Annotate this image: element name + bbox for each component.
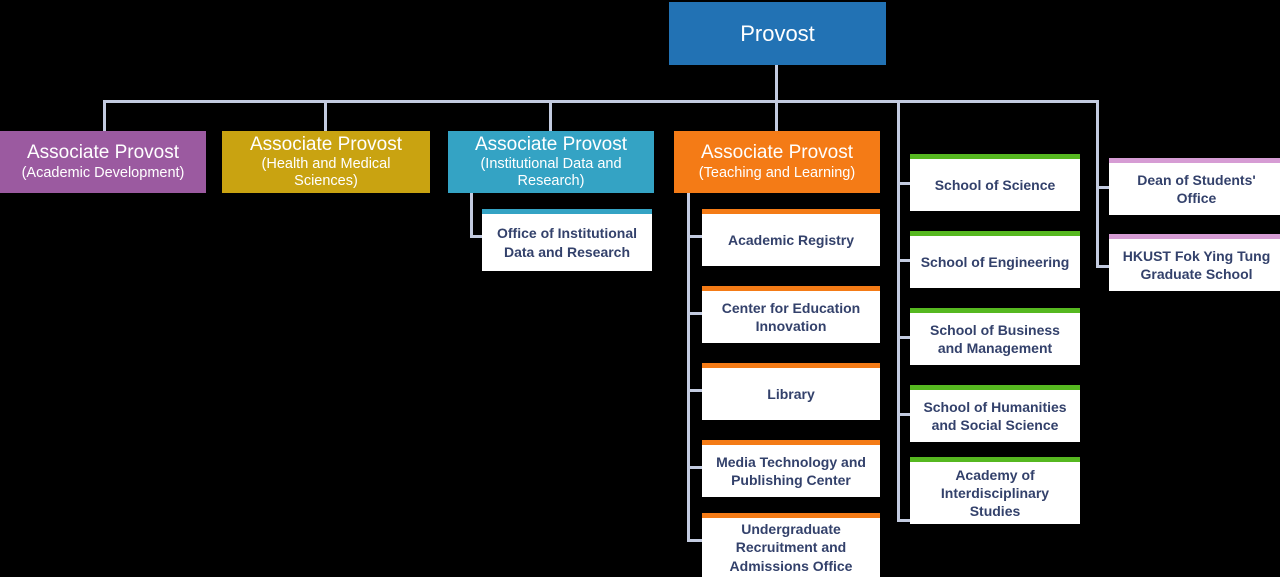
ap-subtitle: (Institutional Data and Research) [480, 156, 622, 190]
node-office-of-institutional-data-and-research[interactable]: Office of Institutional Data and Researc… [482, 209, 652, 271]
node-provost[interactable]: Provost [669, 2, 886, 65]
ap-title: Associate Provost [700, 142, 854, 164]
connector-drop-schools-spine [897, 100, 900, 521]
node-school-of-engineering[interactable]: School of Engineering [910, 231, 1080, 288]
node-center-for-education-innovation[interactable]: Center for Education Innovation [702, 286, 880, 343]
node-associate-provost-institutional-data-research[interactable]: Associate Provost (Institutional Data an… [448, 131, 654, 193]
connector-tl-spine [687, 192, 690, 541]
connector-other-stub-1 [1096, 186, 1110, 189]
ap-subtitle: (Teaching and Learning) [698, 164, 856, 181]
connector-drop-ap-4 [775, 100, 778, 131]
connector-other-stub-2 [1096, 265, 1110, 268]
node-media-technology-and-publishing-center[interactable]: Media Technology and Publishing Center [702, 440, 880, 497]
ap-subtitle: (Academic Development) [21, 164, 185, 181]
node-school-of-science[interactable]: School of Science [910, 154, 1080, 211]
connector-drop-ap-2 [324, 100, 327, 131]
connector-tl-stub-2 [687, 312, 703, 315]
connector-root-stem [775, 64, 778, 100]
node-associate-provost-health-medical-sciences[interactable]: Associate Provost (Health and Medical Sc… [222, 131, 430, 193]
node-associate-provost-academic-development[interactable]: Associate Provost (Academic Development) [0, 131, 206, 193]
connector-drop-right-spine [1096, 100, 1099, 268]
node-hkust-fok-ying-tung-graduate-school[interactable]: HKUST Fok Ying Tung Graduate School [1109, 234, 1280, 291]
node-library[interactable]: Library [702, 363, 880, 420]
connector-school-stub-4 [897, 413, 911, 416]
ap-title: Associate Provost [26, 142, 180, 164]
connector-main-trunk [103, 100, 1099, 103]
node-school-of-business-and-management[interactable]: School of Business and Management [910, 308, 1080, 365]
connector-idr-stub-1 [470, 235, 484, 238]
connector-drop-ap-1 [103, 100, 106, 131]
connector-tl-stub-3 [687, 389, 703, 392]
connector-school-stub-5 [897, 519, 911, 522]
node-school-of-humanities-and-social-science[interactable]: School of Humanities and Social Science [910, 385, 1080, 442]
node-provost-label: Provost [740, 20, 815, 46]
connector-school-stub-3 [897, 336, 911, 339]
connector-tl-stub-4 [687, 466, 703, 469]
connector-school-stub-2 [897, 259, 911, 262]
node-academic-registry[interactable]: Academic Registry [702, 209, 880, 266]
connector-drop-ap-3 [549, 100, 552, 131]
connector-idr-spine [470, 192, 473, 238]
connector-tl-stub-1 [687, 235, 703, 238]
node-academy-of-interdisciplinary-studies[interactable]: Academy of Interdisciplinary Studies [910, 457, 1080, 524]
ap-title: Associate Provost [474, 133, 628, 155]
node-undergraduate-recruitment-and-admissions-office[interactable]: Undergraduate Recruitment and Admissions… [702, 513, 880, 577]
node-associate-provost-teaching-learning[interactable]: Associate Provost (Teaching and Learning… [674, 131, 880, 193]
connector-school-stub-1 [897, 182, 911, 185]
connector-tl-stub-5 [687, 539, 703, 542]
node-dean-of-students-office[interactable]: Dean of Students' Office [1109, 158, 1280, 215]
ap-subtitle: (Health and Medical Sciences) [261, 156, 391, 190]
ap-title: Associate Provost [249, 133, 403, 155]
